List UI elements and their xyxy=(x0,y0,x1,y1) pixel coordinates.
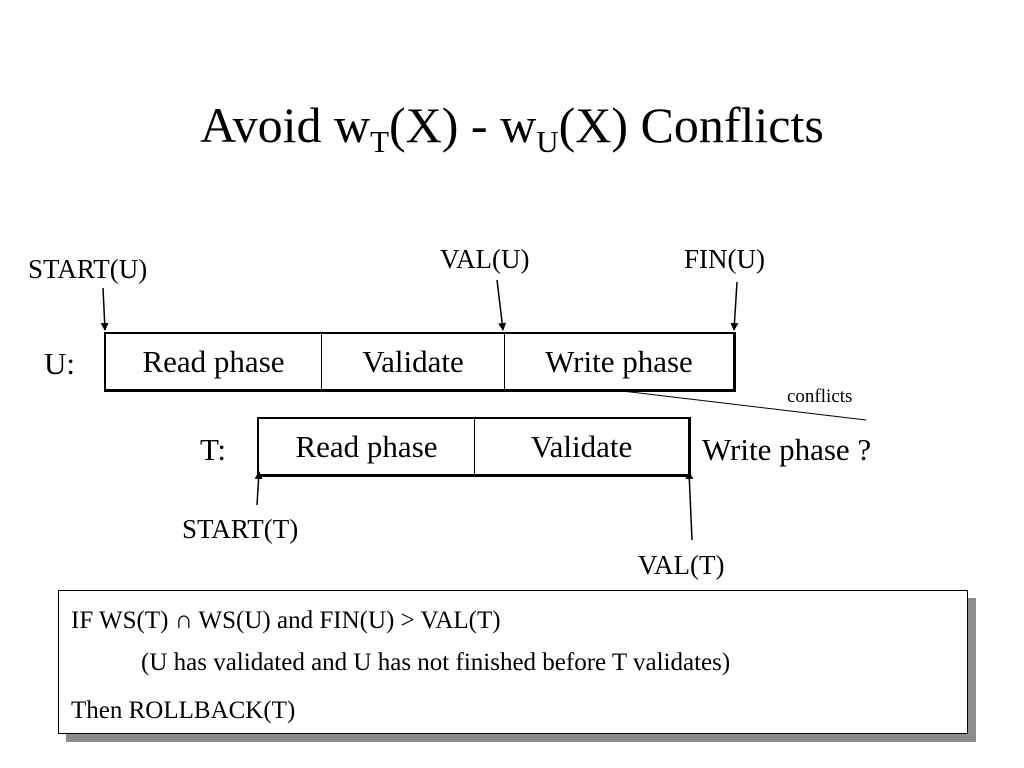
slide-title: Avoid wT(X) - wU(X) Conflicts xyxy=(200,97,824,159)
val-t-arrow xyxy=(685,471,694,541)
u-timeline-bar: Read phase Validate Write phase xyxy=(104,332,736,392)
conflicts-line xyxy=(621,390,867,421)
start-t-label: START(T) xyxy=(182,514,299,544)
val-t-label: VAL(T) xyxy=(638,550,725,580)
t-write-phase-pending: Write phase ? xyxy=(702,432,872,467)
u-validate-phase: Validate xyxy=(322,334,505,389)
rollback-rule-box: IF WS(T) ∩ WS(U) and FIN(U) > VAL(T) (U … xyxy=(58,590,968,734)
val-u-arrow xyxy=(496,279,507,331)
val-u-label: VAL(U) xyxy=(440,244,530,274)
fin-u-arrow xyxy=(730,281,739,331)
rule-explanation: (U has validated and U has not finished … xyxy=(141,649,731,676)
conflicts-label: conflicts xyxy=(787,386,853,407)
u-read-phase: Read phase xyxy=(106,334,322,389)
t-row-label: T: xyxy=(200,432,227,467)
start-t-arrow xyxy=(254,471,263,506)
rule-condition: IF WS(T) ∩ WS(U) and FIN(U) > VAL(T) xyxy=(71,607,501,634)
u-row-label: U: xyxy=(44,346,75,381)
t-timeline-bar: Read phase Validate xyxy=(257,417,691,477)
t-validate-phase: Validate xyxy=(530,428,633,464)
start-u-arrow xyxy=(100,287,109,331)
fin-u-label: FIN(U) xyxy=(684,244,765,274)
t-read-phase: Read phase xyxy=(259,419,475,474)
start-u-label: START(U) xyxy=(28,254,148,284)
u-write-phase: Write phase xyxy=(545,343,693,379)
rule-action: Then ROLLBACK(T) xyxy=(71,697,296,724)
